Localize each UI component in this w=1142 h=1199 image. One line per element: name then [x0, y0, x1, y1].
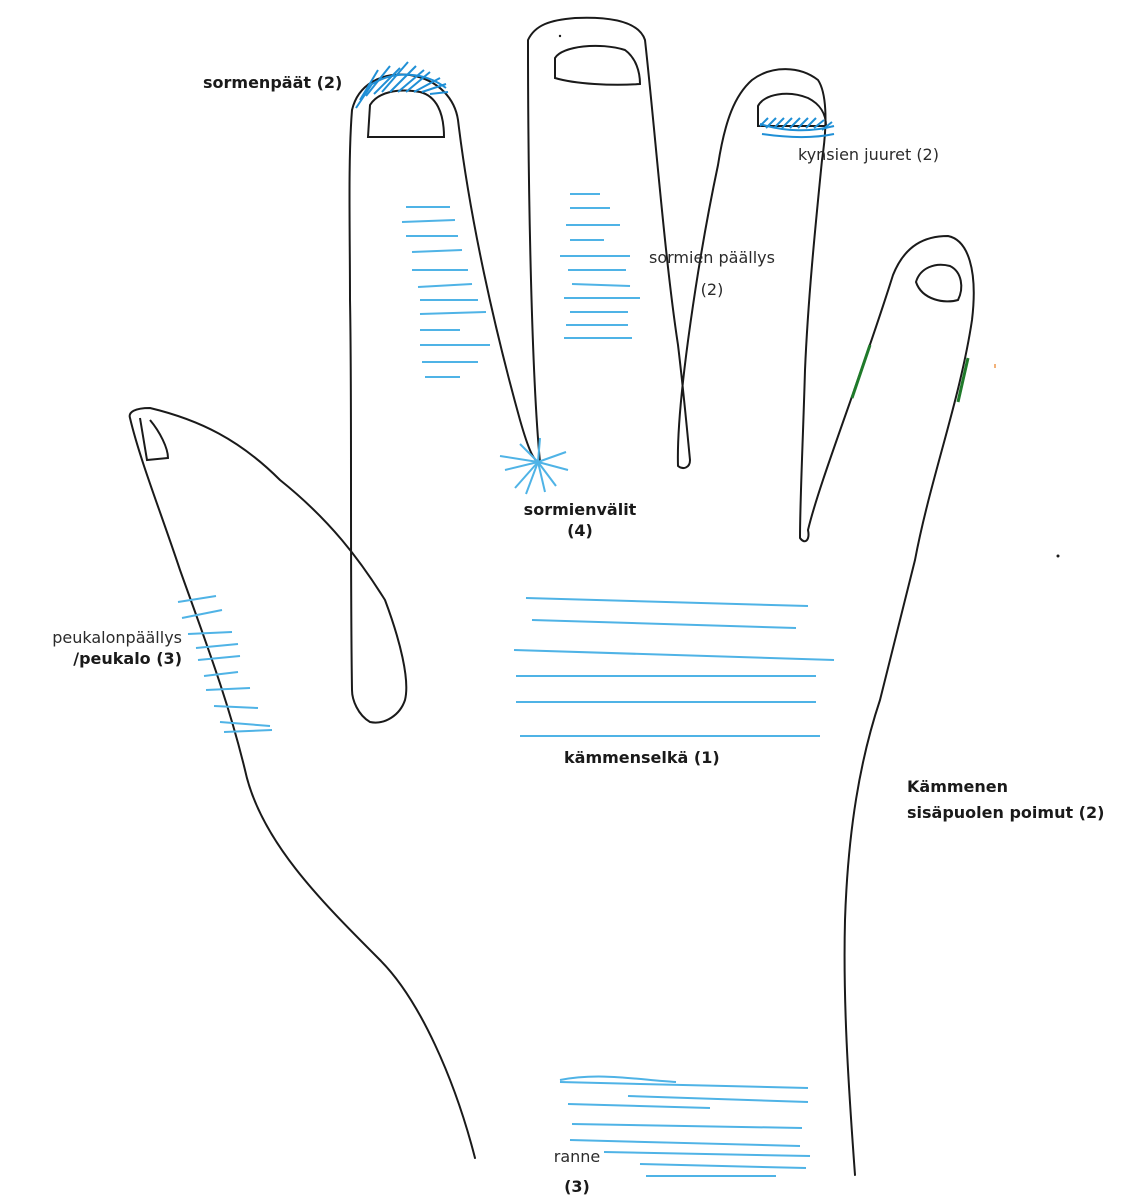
between-fingers-label-line1: sormienvälit: [520, 499, 640, 520]
back-of-hand-label-text: kämmenselkä (1): [564, 747, 720, 768]
between-fingers-label: sormienvälit (4): [520, 499, 640, 541]
ring-nail: [758, 94, 826, 126]
between-fingers-marking: [500, 438, 568, 494]
thumb-label: peukalonpäällys /peukalo (3): [4, 627, 182, 669]
nail-roots-label: kynsien juuret (2): [798, 144, 939, 165]
finger-backs-label-line2: (2): [632, 279, 792, 300]
wrist-label: ranne (3): [540, 1146, 614, 1197]
stray-orange-mark: [994, 364, 996, 368]
stray-dot-top: [559, 35, 561, 37]
middle-finger-back-marking: [560, 194, 640, 338]
palm-creases-label-line2: sisäpuolen poimut (2): [907, 802, 1104, 823]
middle-nail: [555, 46, 640, 85]
nail-roots-marking: [760, 118, 834, 137]
wrist-label-line2: (3): [540, 1176, 614, 1197]
palm-creases-label: Kämmenen sisäpuolen poimut (2): [907, 776, 1104, 823]
back-of-hand-marking: [514, 598, 834, 736]
pinky-nail: [916, 265, 961, 302]
index-nail: [368, 91, 444, 137]
stray-dot: [1057, 555, 1060, 558]
wrist-label-line1: ranne: [540, 1146, 614, 1167]
thumb-label-line2: /peukalo (3): [4, 648, 182, 669]
fingertips-label: sormenpäät (2): [203, 72, 342, 93]
fingertips-label-text: sormenpäät (2): [203, 72, 342, 93]
thumb-marking: [178, 596, 272, 732]
finger-backs-label: sormien päällys (2): [632, 247, 792, 300]
between-fingers-label-line2: (4): [520, 520, 640, 541]
index-finger-back-marking: [402, 207, 490, 377]
palm-creases-label-line1: Kämmenen: [907, 776, 1104, 797]
palm-crease-marking: [852, 345, 968, 402]
nail-roots-label-text: kynsien juuret (2): [798, 144, 939, 165]
thumb-nail: [140, 418, 168, 460]
back-of-hand-label: kämmenselkä (1): [564, 747, 720, 768]
finger-backs-label-line1: sormien päällys: [632, 247, 792, 268]
hand-outline: [130, 18, 974, 1175]
thumb-label-line1: peukalonpäällys: [4, 627, 182, 648]
